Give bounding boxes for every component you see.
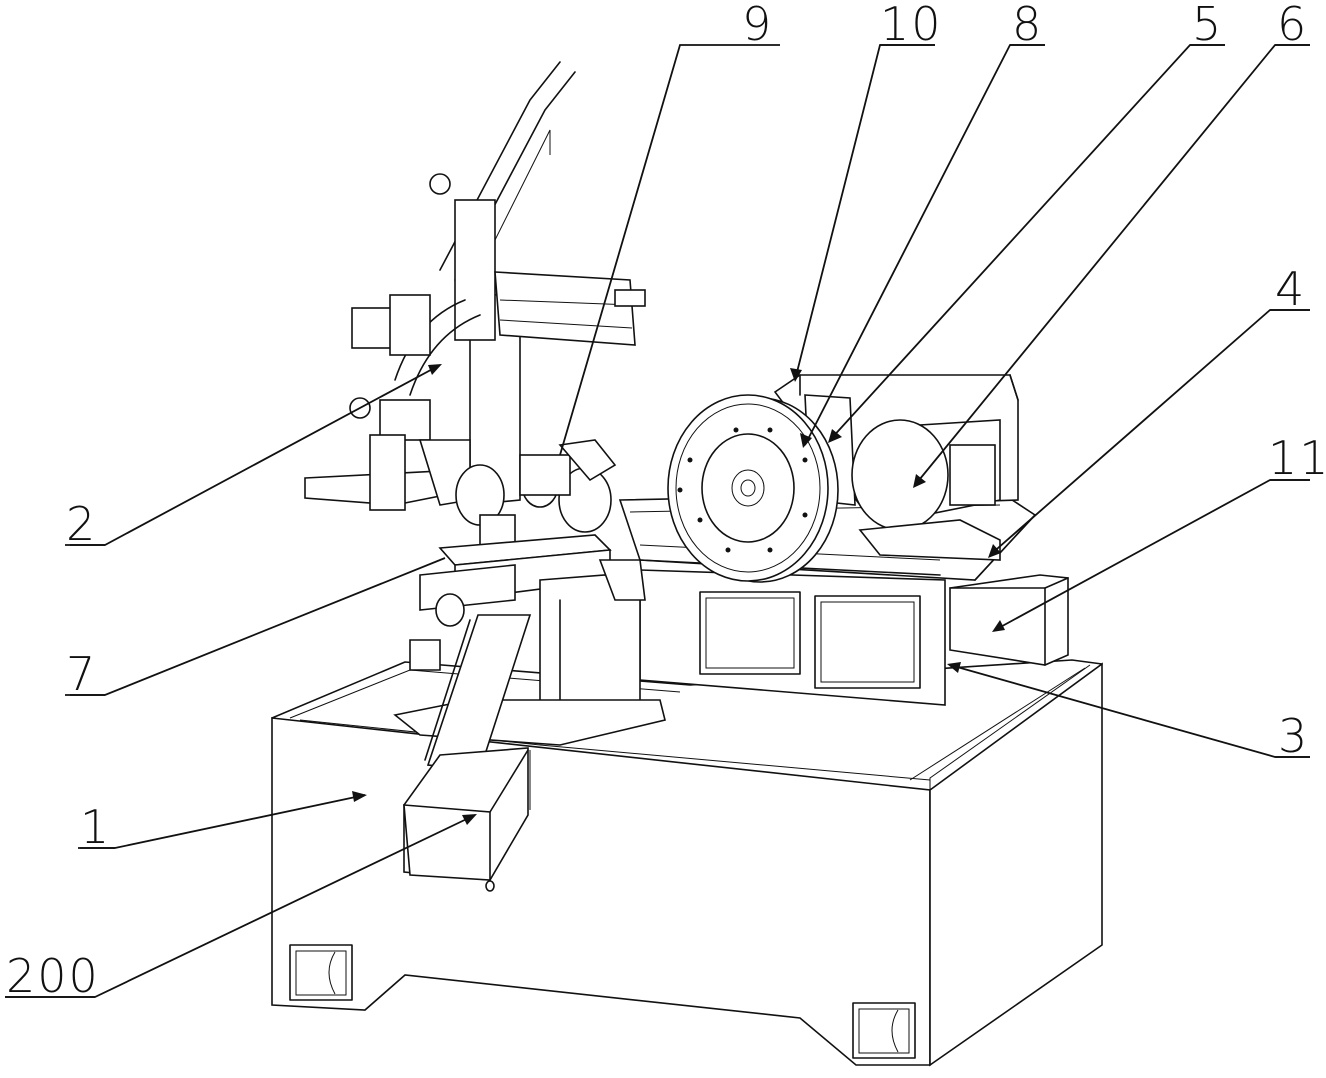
callout-10: 10 <box>880 0 943 51</box>
callout-4: 4 <box>1275 262 1306 316</box>
callout-11: 11 <box>1268 431 1326 485</box>
callout-200: 200 <box>6 949 100 1003</box>
motor <box>851 419 1001 561</box>
callout-8: 8 <box>1012 0 1043 51</box>
discharge-chute <box>403 614 532 892</box>
feeding-assembly <box>304 61 646 511</box>
base-cabinet <box>271 659 1103 1067</box>
grinding-wheel <box>667 394 839 583</box>
callout-labels: 9 10 8 5 6 4 11 3 2 7 1 200 <box>6 0 1326 1003</box>
callout-9: 9 <box>742 0 773 51</box>
cross-slide <box>393 534 666 746</box>
callout-3: 3 <box>1278 709 1309 763</box>
callout-1: 1 <box>80 800 111 854</box>
leader-lines <box>5 44 1310 998</box>
callout-2: 2 <box>66 497 97 551</box>
side-box <box>949 574 1069 666</box>
callout-5: 5 <box>1192 0 1223 51</box>
support-frame <box>609 569 946 706</box>
clamp-head <box>455 439 617 551</box>
callout-6: 6 <box>1277 0 1308 51</box>
callout-7: 7 <box>66 647 97 701</box>
